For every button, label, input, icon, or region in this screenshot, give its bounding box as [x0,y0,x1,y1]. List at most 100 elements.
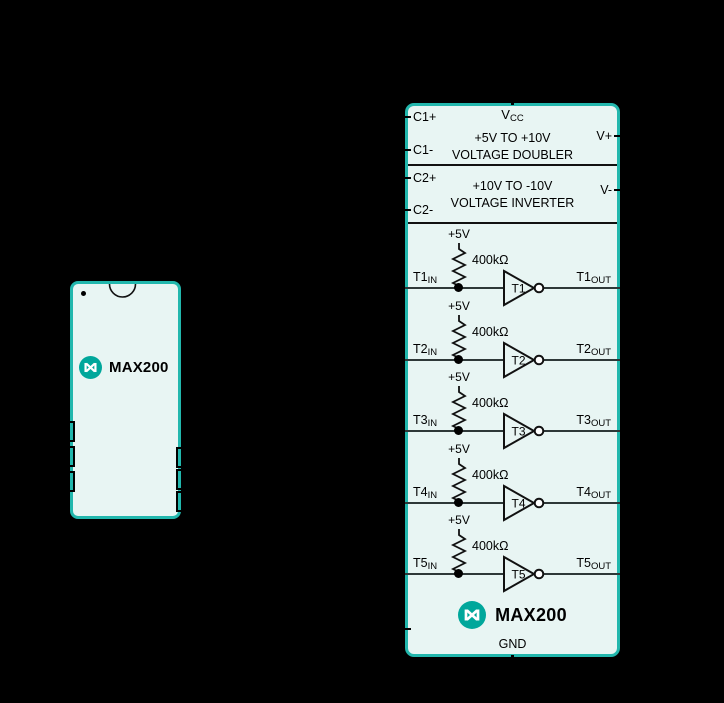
transmitter-row-t4: +5V 400kΩ T4IN T4 T4OUT [405,442,620,522]
pin-box [65,471,75,492]
tin-pin-label: T4IN [413,485,437,501]
tin-sub: IN [427,490,438,501]
tin-sub: IN [427,561,438,572]
vplus-pin-label: V+ [596,129,612,143]
tout-base: T3 [576,413,591,427]
chip-branding: MAX200 [79,356,169,379]
chip-part-number: MAX200 [109,359,169,376]
resistor-value: 400kΩ [472,253,509,267]
tout-sub: OUT [590,490,611,501]
tout-sub: OUT [590,347,611,358]
vminus-pin-lead [614,189,623,191]
tout-pin-label: T2OUT [576,342,611,358]
pin-config-chip: MAX200 [65,281,186,519]
tout-sub: OUT [590,561,611,572]
junction-dot [454,355,463,364]
tout-sub: OUT [590,418,611,429]
section-divider [408,164,617,166]
gate-name: T4 [512,497,526,511]
tout-base: T5 [576,556,591,570]
tout-base: T2 [576,342,591,356]
vcc-sub: CC [509,113,524,124]
inverter-gate-icon: T4 [503,484,545,522]
tout-pin-label: T1OUT [576,270,611,286]
section-divider [408,222,617,224]
tin-pin-label: T3IN [413,413,437,429]
resistor-value: 400kΩ [472,468,509,482]
pin-box [65,421,75,442]
gate-name: T2 [512,354,526,368]
tout-pin-label: T5OUT [576,556,611,572]
tin-sub: IN [427,275,438,286]
pin-box [176,447,186,468]
transmitter-row-t5: +5V 400kΩ T5IN T5 T5OUT [405,513,620,593]
transmitter-row-t1: +5V 400kΩ T1IN T1 T1OUT [405,227,620,307]
inverter-title-line1: +10V TO -10V [472,179,553,193]
c1minus-pin-lead [402,149,411,151]
resistor-value: 400kΩ [472,539,509,553]
maxim-logo-icon [79,356,102,379]
supply-label: +5V [448,442,470,456]
tout-base: T4 [576,485,591,499]
tin-pin-label: T1IN [413,270,437,286]
tin-sub: IN [427,347,438,358]
gnd-pin-lead [511,655,514,663]
resistor-value: 400kΩ [472,396,509,410]
tin-base: T5 [413,556,428,570]
functional-branding: MAX200 [408,601,617,629]
tin-pin-label: T2IN [413,342,437,358]
maxim-logo-icon [458,601,487,629]
supply-label: +5V [448,513,470,527]
c2minus-pin-label: C2- [413,203,434,217]
doubler-title-line2: VOLTAGE DOUBLER [451,148,574,162]
supply-label: +5V [448,227,470,241]
chip-notch-icon [108,284,137,298]
tin-sub: IN [427,418,438,429]
inverter-gate-icon: T2 [503,341,545,379]
tout-pin-label: T4OUT [576,485,611,501]
c1minus-pin-label: C1- [413,143,434,157]
pin-box [176,491,186,512]
functional-diagram-block: VCC C1+ V+ +5V TO +10V VOLTAGE DOUBLER C… [402,97,623,663]
tin-base: T2 [413,342,428,356]
c1plus-pin-label: C1+ [413,110,437,124]
pin-box [65,446,75,467]
c1plus-pin-lead [402,116,411,118]
vcc-pin-label: VCC [408,107,617,125]
c2plus-pin-lead [402,177,411,179]
tin-base: T4 [413,485,428,499]
tin-base: T3 [413,413,428,427]
pin-box [176,469,186,490]
tin-pin-label: T5IN [413,556,437,572]
chip-package-body [70,281,181,519]
vplus-pin-lead [614,135,623,137]
doubler-title-line1: +5V TO +10V [474,131,551,145]
functional-part-number: MAX200 [495,604,567,625]
supply-label: +5V [448,370,470,384]
bottom-left-pin-lead [402,628,411,630]
vcc-base: V [501,107,510,122]
c2plus-pin-label: C2+ [413,171,437,185]
transmitter-row-t3: +5V 400kΩ T3IN T3 T3OUT [405,370,620,450]
junction-dot [454,569,463,578]
tout-pin-label: T3OUT [576,413,611,429]
tout-base: T1 [576,270,591,284]
gate-name: T3 [512,425,526,439]
inverter-gate-icon: T1 [503,269,545,307]
inverter-title-line2: VOLTAGE INVERTER [450,196,575,210]
gate-name: T1 [512,282,526,296]
junction-dot [454,283,463,292]
inverter-gate-icon: T3 [503,412,545,450]
vcc-pin-lead [511,97,514,105]
c2minus-pin-lead [402,209,411,211]
gnd-pin-label: GND [498,637,527,651]
vminus-pin-label: V- [600,183,612,197]
pin1-dot [81,291,86,296]
gate-name: T5 [512,568,526,582]
tin-base: T1 [413,270,428,284]
inverter-gate-icon: T5 [503,555,545,593]
junction-dot [454,426,463,435]
resistor-value: 400kΩ [472,325,509,339]
tout-sub: OUT [590,275,611,286]
